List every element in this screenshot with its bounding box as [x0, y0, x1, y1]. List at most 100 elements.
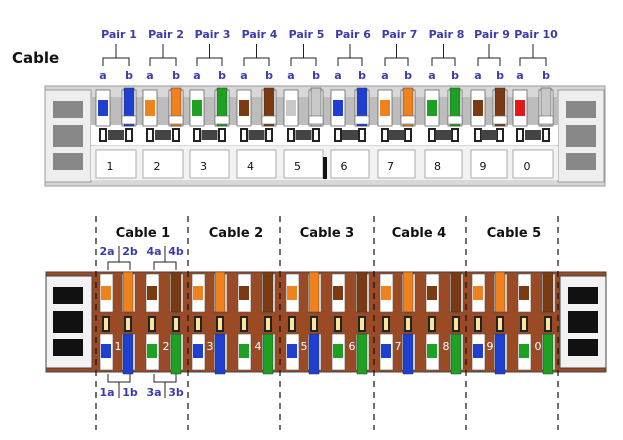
pair-label: Pair 8: [429, 28, 465, 41]
number-cell: [236, 149, 277, 179]
wire-label-top: 2a: [99, 245, 114, 258]
cable-label: Cable 4: [392, 226, 446, 241]
idc-slot: [430, 130, 434, 140]
wire-a-white: [239, 92, 249, 100]
wire-label-bottom: 3a: [146, 386, 161, 399]
idc-slot: [360, 318, 364, 330]
wire-top-a: [381, 286, 391, 300]
wire-top-a: [427, 286, 437, 300]
bottom-left-slot: [53, 339, 83, 356]
wire-bottom-a: [101, 344, 111, 358]
idc-slot: [544, 130, 548, 140]
wire-a-stripe: [98, 100, 108, 116]
wire-bracket: [107, 261, 131, 270]
idc-bridge: [525, 130, 541, 140]
clip-cap: [261, 115, 277, 125]
idc-slot: [336, 318, 340, 330]
wire-a-white: [380, 92, 390, 100]
wire-bottom-b: [494, 333, 506, 375]
diagram-title: Cable: [12, 49, 59, 67]
pair-bracket: [196, 57, 223, 66]
wire-b: [216, 87, 228, 127]
pair-label: Pair 10: [514, 28, 558, 41]
wire-bottom-a: [333, 344, 343, 358]
top-wire-band: [91, 97, 558, 127]
wire-a-label: a: [99, 69, 106, 82]
pair-label: Pair 6: [335, 28, 371, 41]
top-left-slot: [53, 153, 83, 170]
wire-b-label: b: [404, 69, 412, 82]
idc-slot: [336, 130, 340, 140]
idc-slot: [314, 130, 318, 140]
wire-a-white: [145, 92, 155, 100]
wire-b-label: b: [496, 69, 504, 82]
wire-bottom-a: [147, 344, 157, 358]
wire-a-white: [192, 92, 202, 100]
pair-bracket: [431, 57, 456, 66]
idc-bridge: [155, 130, 171, 140]
wire-bottom-a: [287, 344, 297, 358]
idc-slot: [126, 318, 130, 330]
bottom-block-body: [45, 271, 607, 373]
wire-label-top: 4b: [168, 245, 184, 258]
wire-top-b: [170, 271, 182, 313]
wire-bottom-a: [473, 344, 483, 358]
wire-bracket: [153, 261, 177, 270]
wire-top-a: [287, 286, 297, 300]
number-cell: [189, 149, 230, 179]
top-right-slot: [566, 153, 596, 170]
idc-slot: [430, 318, 434, 330]
cable-label: Cable 1: [116, 226, 170, 241]
pair-label: Pair 1: [101, 28, 137, 41]
position-number: 8: [443, 340, 450, 353]
wire-a-stripe: [473, 100, 483, 116]
idc-slot: [242, 130, 246, 140]
top-left-slot: [53, 101, 83, 118]
position-number: 1: [107, 160, 114, 173]
wire-top-a: [193, 286, 203, 300]
clip-cap: [400, 115, 416, 125]
position-number: 8: [434, 160, 441, 173]
wire-bottom-b: [308, 333, 320, 375]
wire-top-a: [147, 286, 157, 300]
idc-slot: [148, 130, 152, 140]
wire-label-top: 2b: [122, 245, 138, 258]
wire-a-label: a: [193, 69, 200, 82]
position-number: 6: [349, 340, 356, 353]
wire-bottom-a: [427, 344, 437, 358]
position-number: 4: [255, 340, 262, 353]
clip-cap: [121, 115, 137, 125]
wire-bracket: [107, 374, 131, 383]
idc-slot: [196, 318, 200, 330]
wire-top-b: [122, 271, 134, 313]
wire-a-stripe: [192, 100, 202, 116]
idc-slot: [406, 130, 410, 140]
wire-b-label: b: [542, 69, 550, 82]
position-number: 7: [395, 340, 402, 353]
wire-bottom-a: [193, 344, 203, 358]
idc-bridge: [248, 130, 265, 140]
wire-a-label: a: [516, 69, 523, 82]
wire-a-stripe: [333, 100, 343, 116]
idc-bridge: [108, 130, 124, 140]
pair-label: Pair 3: [195, 28, 231, 41]
wire-a-label: a: [240, 69, 247, 82]
idc-slot: [290, 318, 294, 330]
idc-slot: [360, 130, 364, 140]
wire-bottom-a: [381, 344, 391, 358]
wire-a-stripe: [239, 100, 249, 116]
clip-cap: [538, 115, 554, 125]
pair-label: Pair 5: [289, 28, 325, 41]
wire-a-label: a: [146, 69, 153, 82]
number-cell: [377, 149, 416, 179]
pair-label: Pair 7: [382, 28, 418, 41]
number-cell: [95, 149, 137, 179]
wire-label-bottom: 1b: [122, 386, 138, 399]
wire-b-label: b: [451, 69, 459, 82]
clip-cap: [214, 115, 230, 125]
pair-bracket: [337, 57, 363, 66]
idc-bridge: [201, 130, 218, 140]
wire-bottom-b: [542, 333, 554, 375]
pair-bracket: [102, 57, 130, 66]
